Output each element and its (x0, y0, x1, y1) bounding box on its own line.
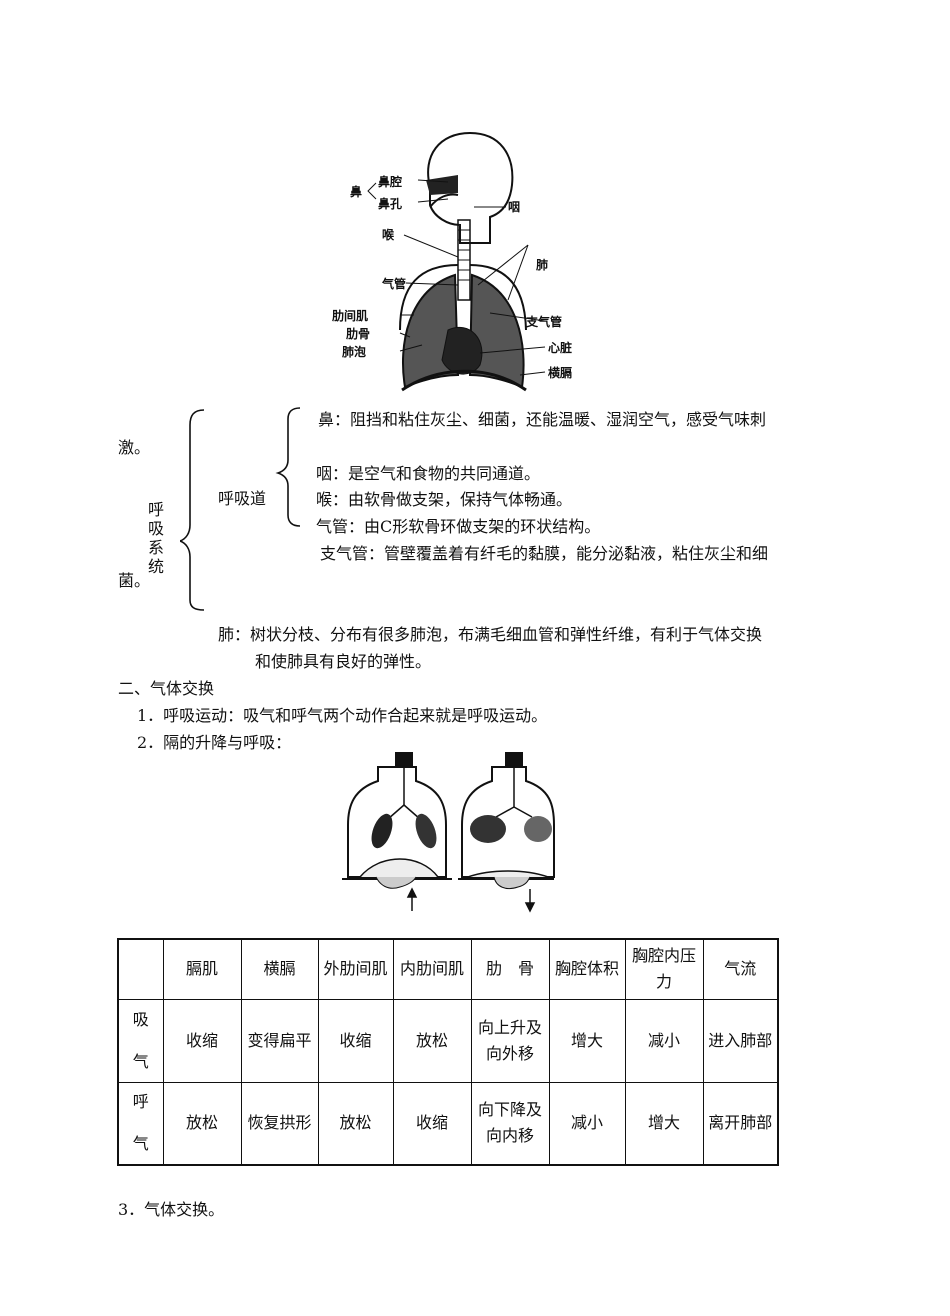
larynx-label: 喉 (382, 227, 395, 242)
table-row-exhale: 呼 气 放松 恢复拱形 放松 收缩 向下降及向内移 减小 增大 离开肺部 (117, 1081, 779, 1166)
table-cell: 放松 (317, 1081, 394, 1166)
table-cell: 增大 (624, 1081, 704, 1166)
table-cell: 放松 (392, 998, 472, 1083)
header-cell: 肋 骨 (470, 938, 550, 1000)
system-label: 呼吸系统 (148, 500, 170, 576)
table-cell: 减小 (624, 998, 704, 1083)
table-header-row: 膈肌 横膈 外肋间肌 内肋间肌 肋 骨 胸腔体积 胸腔内压力 气流 (117, 938, 779, 1000)
section2-heading: 二、气体交换 (118, 679, 215, 698)
heart-label: 心脏 (548, 340, 572, 355)
table-cell: 变得扁平 (240, 998, 319, 1083)
row-label-top: 吸 (132, 1009, 149, 1029)
table-cell: 进入肺部 (702, 998, 779, 1083)
header-cell: 横膈 (240, 938, 319, 1000)
section2-item2: 2．隔的升降与呼吸： (137, 733, 292, 752)
table-cell: 收缩 (392, 1081, 472, 1166)
table-cell: 减小 (548, 1081, 626, 1166)
row-label-bottom: 气 (132, 1051, 149, 1071)
section2-item3: 3．气体交换。 (118, 1200, 225, 1219)
header-cell (117, 938, 164, 1000)
pharynx-line: 咽：是空气和食物的共同通道。 (316, 464, 541, 483)
table-cell: 收缩 (162, 998, 242, 1083)
header-cell: 内肋间肌 (392, 938, 472, 1000)
nose-group-label: 鼻 (350, 184, 362, 199)
larynx-line: 喉：由软骨做支架，保持气体畅通。 (316, 490, 573, 509)
table-cell: 增大 (548, 998, 626, 1083)
nose-line2: 激。 (118, 438, 151, 457)
bronchus-line2: 菌。 (118, 571, 151, 590)
table-cell: 放松 (162, 1081, 242, 1166)
row-label: 吸 气 (117, 998, 164, 1083)
row-label-bottom: 气 (132, 1134, 149, 1154)
system-label-text: 呼吸系统 (148, 500, 165, 576)
respiratory-system-diagram: 鼻 鼻腔 鼻孔 咽 喉 肺 气管 肋间肌 肋骨 肺泡 支气管 心脏 横膈 (332, 131, 572, 392)
nasal-cavity-label: 鼻腔 (378, 174, 402, 189)
nostril-label: 鼻孔 (378, 196, 402, 211)
respiration-table: 膈肌 横膈 外肋间肌 内肋间肌 肋 骨 胸腔体积 胸腔内压力 气流 吸 气 收缩… (117, 938, 779, 1166)
table-cell: 离开肺部 (702, 1081, 779, 1166)
trachea-line: 气管：由C形软骨环做支架的环状结构。 (316, 517, 601, 536)
header-cell: 膈肌 (162, 938, 242, 1000)
row-label: 呼 气 (117, 1081, 164, 1166)
intercostal-label: 肋间肌 (332, 308, 368, 323)
lung-line2: 和使肺具有良好的弹性。 (255, 652, 432, 671)
table-cell: 收缩 (317, 998, 394, 1083)
header-cell: 气流 (702, 938, 779, 1000)
nose-line1: 鼻：阻挡和粘住灰尘、细菌，还能温暖、湿润空气，感受气味刺 (318, 410, 767, 429)
trachea-label: 气管 (381, 276, 406, 291)
header-cell: 胸腔体积 (548, 938, 626, 1000)
bronchus-line1: 支气管：管壁覆盖着有纤毛的黏膜，能分泌黏液，粘住灰尘和细 (320, 544, 769, 563)
header-cell: 外肋间肌 (317, 938, 394, 1000)
header-cell: 胸腔内压力 (624, 938, 704, 1000)
lung-label: 肺 (536, 257, 548, 272)
alveoli-label: 肺泡 (342, 344, 366, 359)
table-cell: 向下降及向内移 (470, 1081, 550, 1166)
table-cell: 向上升及向外移 (470, 998, 550, 1083)
lung-line1: 肺：树状分枝、分布有很多肺泡，布满毛细血管和弹性纤维，有利于气体交换 (218, 625, 763, 644)
bronchus-label: 支气管 (525, 314, 562, 329)
pharynx-label: 咽 (508, 200, 520, 214)
bell-jar-diagram (342, 752, 555, 913)
section2-item1: 1．呼吸运动：吸气和呼气两个动作合起来就是呼吸运动。 (137, 706, 548, 725)
table-cell: 恢复拱形 (240, 1081, 319, 1166)
rib-label: 肋骨 (346, 326, 370, 341)
table-row-inhale: 吸 气 收缩 变得扁平 收缩 放松 向上升及向外移 增大 减小 进入肺部 (117, 998, 779, 1083)
diaphragm-label: 横膈 (548, 365, 572, 380)
outline-braces (180, 407, 301, 611)
tract-label: 呼吸道 (218, 489, 267, 508)
row-label-top: 呼 (132, 1092, 149, 1112)
